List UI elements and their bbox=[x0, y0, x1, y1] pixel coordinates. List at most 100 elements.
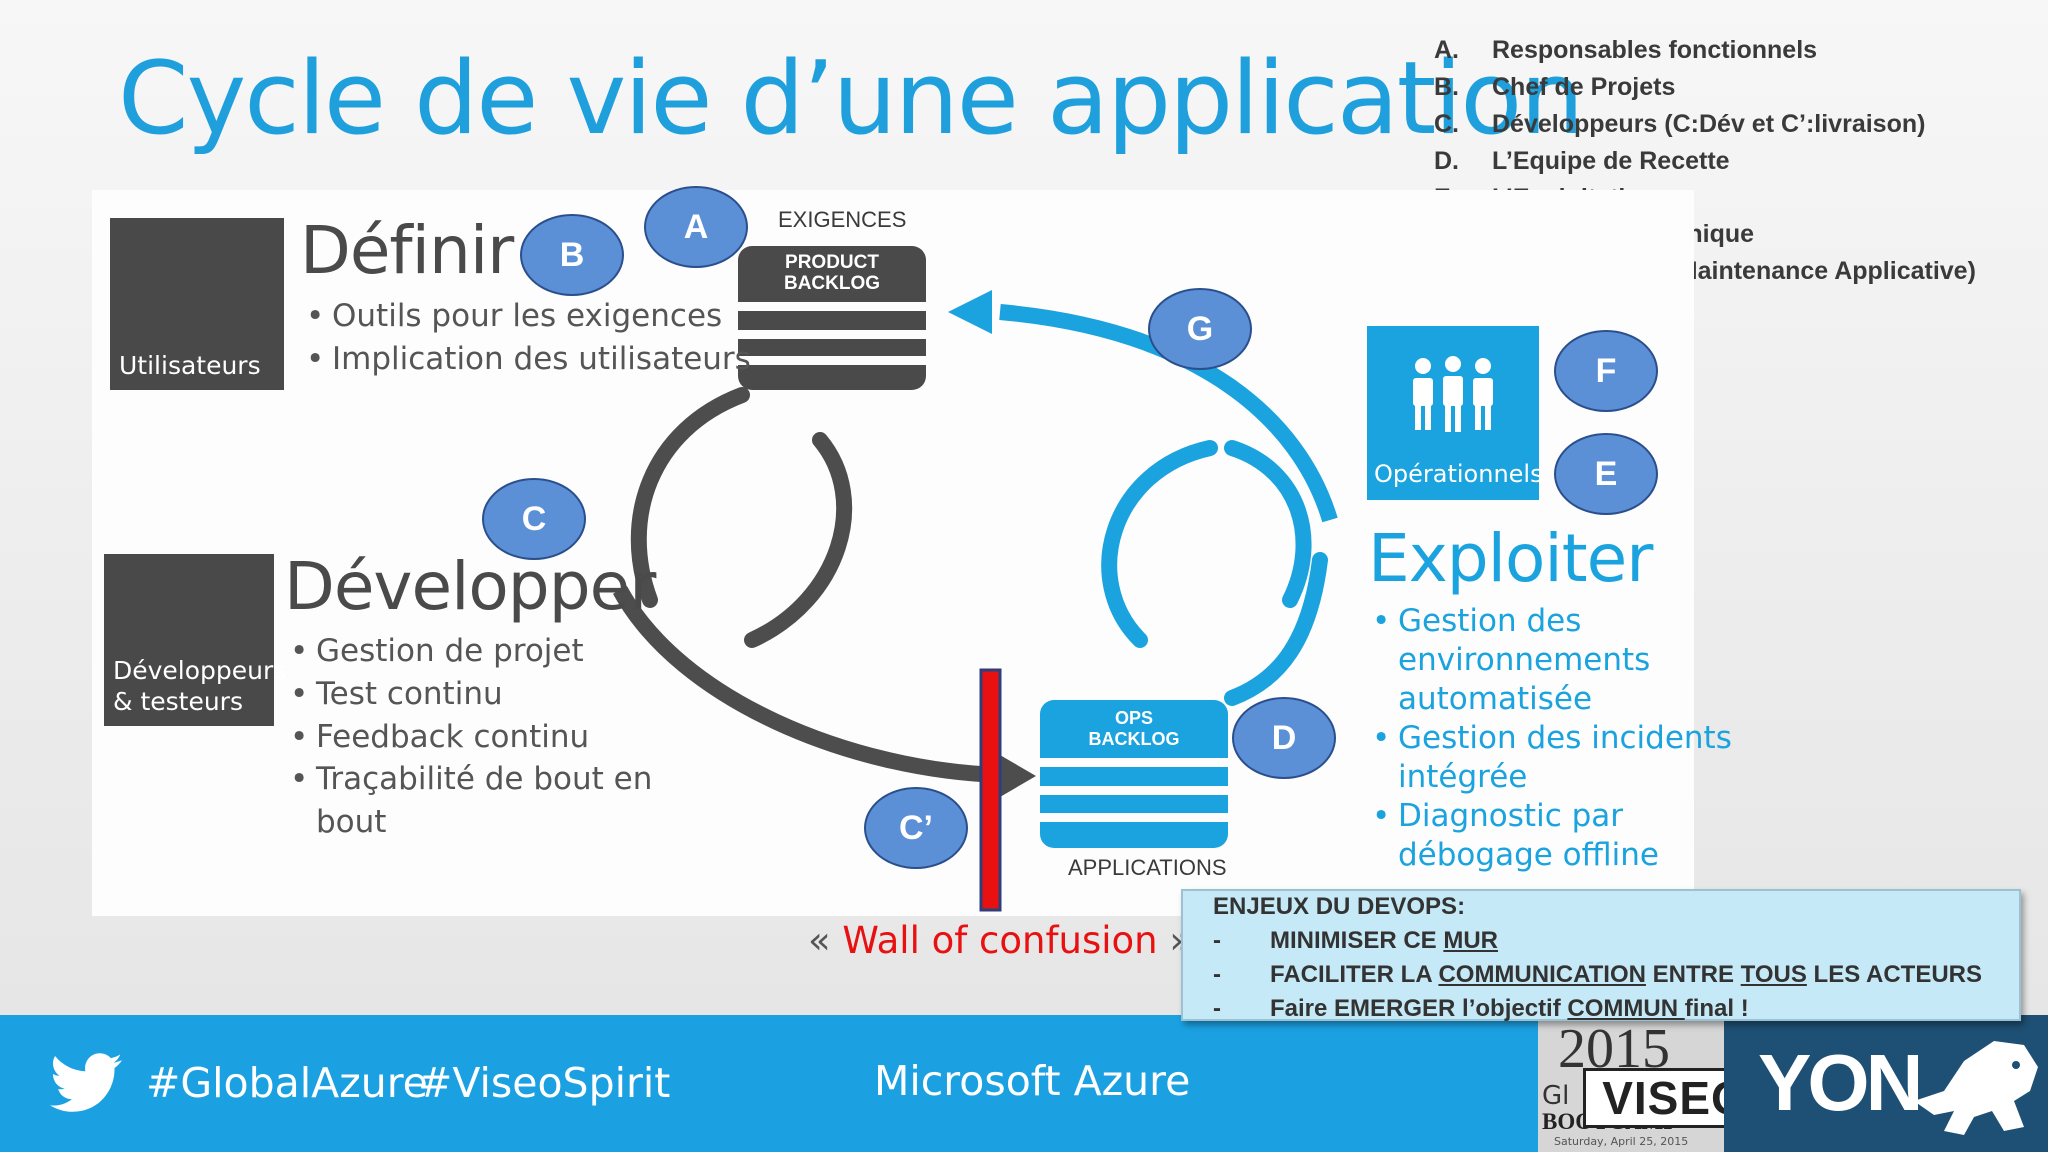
blue-arc-left bbox=[1101, 440, 1218, 648]
enjeux-dash: - bbox=[1213, 961, 1221, 988]
enjeux-text-part: ENTRE bbox=[1645, 961, 1741, 988]
badge-gl: Gl bbox=[1542, 1081, 1570, 1111]
dark-arrow-body bbox=[612, 586, 1001, 783]
legend-letter: C. bbox=[1434, 109, 1459, 138]
bullet-item-continuation: automatisée bbox=[1398, 681, 1593, 717]
wall-quote-open: « bbox=[808, 919, 831, 962]
dark-arc-right bbox=[744, 432, 853, 648]
product-backlog-line: BACKLOG bbox=[783, 273, 881, 294]
product-backlog-line: PRODUCT bbox=[785, 252, 879, 273]
applications-label: APPLICATIONS bbox=[1068, 855, 1227, 880]
enjeux-underlined: COMMUNICATION bbox=[1438, 961, 1646, 988]
developper-heading: Développer bbox=[284, 548, 656, 625]
exploiter-heading: Exploiter bbox=[1368, 520, 1653, 597]
legend-letter: A. bbox=[1434, 35, 1459, 64]
enjeux-text: MINIMISER CE MUR bbox=[1270, 927, 1498, 955]
enjeux-title: ENJEUX DU DEVOPS: bbox=[1213, 893, 1466, 920]
exigences-label: EXIGENCES bbox=[778, 207, 907, 232]
bullet-item: Traçabilité de bout en bbox=[290, 758, 652, 801]
blue-arc-bottom bbox=[1224, 552, 1328, 706]
ops-backlog-icon bbox=[1040, 700, 1228, 848]
enjeux-text-part: LES ACTEURS bbox=[1806, 961, 1983, 988]
footer-bar: #GlobalAzure #ViseoSpirit Microsoft Azur… bbox=[0, 1015, 2048, 1152]
dark-arc-top bbox=[630, 387, 750, 608]
marker-c: C bbox=[482, 478, 586, 560]
lyon-logo: YON bbox=[1724, 1015, 2048, 1152]
enjeux-text-part: Faire EMERGER l’objectif bbox=[1270, 995, 1568, 1022]
legend-item: D. L’Equipe de Recette bbox=[1434, 143, 1976, 180]
bullet-item: Test continu bbox=[290, 673, 652, 716]
blue-arc-inner bbox=[1224, 440, 1312, 608]
legend-text: L’Equipe de Recette bbox=[1492, 146, 1730, 175]
enjeux-text: Faire EMERGER l’objectif COMMUN final ! bbox=[1270, 995, 1749, 1023]
definir-heading: Définir bbox=[300, 212, 514, 289]
exploiter-bullets: Gestion des environnements automatisée G… bbox=[1372, 602, 1732, 875]
enjeux-text-part: MINIMISER CE bbox=[1270, 927, 1444, 954]
bullet-item: Gestion de projet bbox=[290, 630, 652, 673]
marker-e: E bbox=[1554, 433, 1658, 515]
bullet-item: Gestion des bbox=[1372, 602, 1732, 641]
utilisateurs-box: Utilisateurs bbox=[110, 218, 284, 390]
bullet-item: Implication des utilisateurs bbox=[306, 338, 751, 381]
legend-letter: D. bbox=[1434, 146, 1459, 175]
marker-a: A bbox=[644, 186, 748, 268]
legend-item: A. Responsables fonctionnels bbox=[1434, 32, 1976, 69]
marker-d: D bbox=[1232, 697, 1336, 779]
marker-g: G bbox=[1148, 288, 1252, 370]
legend-item: C. Développeurs (C:Dév et C’:livraison) bbox=[1434, 106, 1976, 143]
marker-b: B bbox=[520, 214, 624, 296]
developpeurs-label: Développeurs & testeurs bbox=[113, 655, 286, 718]
blue-arrow-head bbox=[948, 290, 992, 334]
legend-text: Responsables fonctionnels bbox=[1492, 35, 1818, 64]
legend-letter: B. bbox=[1434, 72, 1459, 101]
enjeux-text: FACILITER LA COMMUNICATION ENTRE TOUS LE… bbox=[1270, 961, 1982, 989]
ops-backlog-line: OPS bbox=[1114, 708, 1153, 728]
wall-text: Wall of confusion bbox=[842, 919, 1158, 962]
enjeux-text-part: FACILITER LA bbox=[1270, 961, 1439, 988]
bullet-item-continuation: intégrée bbox=[1398, 759, 1528, 795]
ops-backlog-line: BACKLOG bbox=[1088, 729, 1180, 749]
twitter-bird-icon bbox=[50, 1053, 122, 1112]
developpeurs-label-line: Développeurs bbox=[113, 655, 287, 685]
legend-text: Développeurs (C:Dév et C’:livraison) bbox=[1492, 109, 1926, 138]
wall-of-confusion-label: « Wall of confusion » bbox=[808, 919, 1192, 962]
enjeux-dash: - bbox=[1213, 927, 1221, 954]
operationnels-label: Opérationnels bbox=[1374, 460, 1543, 488]
bullet-item-continuation: bout bbox=[316, 804, 387, 841]
marker-f: F bbox=[1554, 330, 1658, 412]
badge-date: Saturday, April 25, 2015 bbox=[1554, 1135, 1689, 1148]
enjeux-underlined: COMMUN bbox=[1567, 995, 1685, 1022]
hashtag-globalazure: #GlobalAzure bbox=[146, 1059, 428, 1107]
product-backlog-label: PRODUCT BACKLOG bbox=[738, 252, 926, 294]
developpeurs-label-line: & testeurs bbox=[113, 686, 243, 716]
legend-item: B. Chef de Projets bbox=[1434, 69, 1976, 106]
enjeux-underlined: TOUS bbox=[1740, 961, 1807, 988]
legend-text: Chef de Projets bbox=[1492, 72, 1676, 101]
utilisateurs-label: Utilisateurs bbox=[119, 350, 261, 380]
developper-bullets: Gestion de projet Test continu Feedback … bbox=[290, 630, 652, 844]
marker-c-prime: C’ bbox=[864, 787, 968, 869]
wall-of-confusion-bar bbox=[979, 668, 1002, 912]
microsoft-azure-label: Microsoft Azure bbox=[874, 1057, 1191, 1105]
bullet-item: Diagnostic par bbox=[1372, 797, 1732, 836]
blue-arrow-body bbox=[999, 304, 1338, 523]
enjeux-underlined: MUR bbox=[1443, 927, 1498, 954]
operationnels-box: Opérationnels bbox=[1367, 326, 1543, 500]
people-icon bbox=[1413, 356, 1493, 432]
ops-backlog-label: OPS BACKLOG bbox=[1040, 708, 1228, 750]
developpeurs-box: Développeurs & testeurs bbox=[104, 554, 286, 726]
bullet-item: Gestion des incidents bbox=[1372, 719, 1732, 758]
enjeux-text-part: final ! bbox=[1684, 995, 1749, 1022]
lyon-text: YON bbox=[1758, 1038, 1923, 1127]
bullet-item: Outils pour les exigences bbox=[306, 295, 751, 338]
product-backlog-icon bbox=[738, 246, 926, 390]
lion-icon bbox=[1914, 1041, 2038, 1135]
bullet-item-continuation: débogage offline bbox=[1398, 837, 1659, 873]
definir-bullets: Outils pour les exigences Implication de… bbox=[306, 295, 751, 381]
page-title: Cycle de vie d’une application bbox=[118, 39, 1584, 157]
dark-arrow-head bbox=[1000, 755, 1036, 797]
hashtag-viseospirit: #ViseoSpirit bbox=[418, 1059, 671, 1107]
bullet-item-continuation: environnements bbox=[1398, 642, 1651, 678]
enjeux-devops-box: ENJEUX DU DEVOPS: - MINIMISER CE MUR - F… bbox=[1181, 889, 2021, 1023]
enjeux-dash: - bbox=[1213, 995, 1221, 1022]
